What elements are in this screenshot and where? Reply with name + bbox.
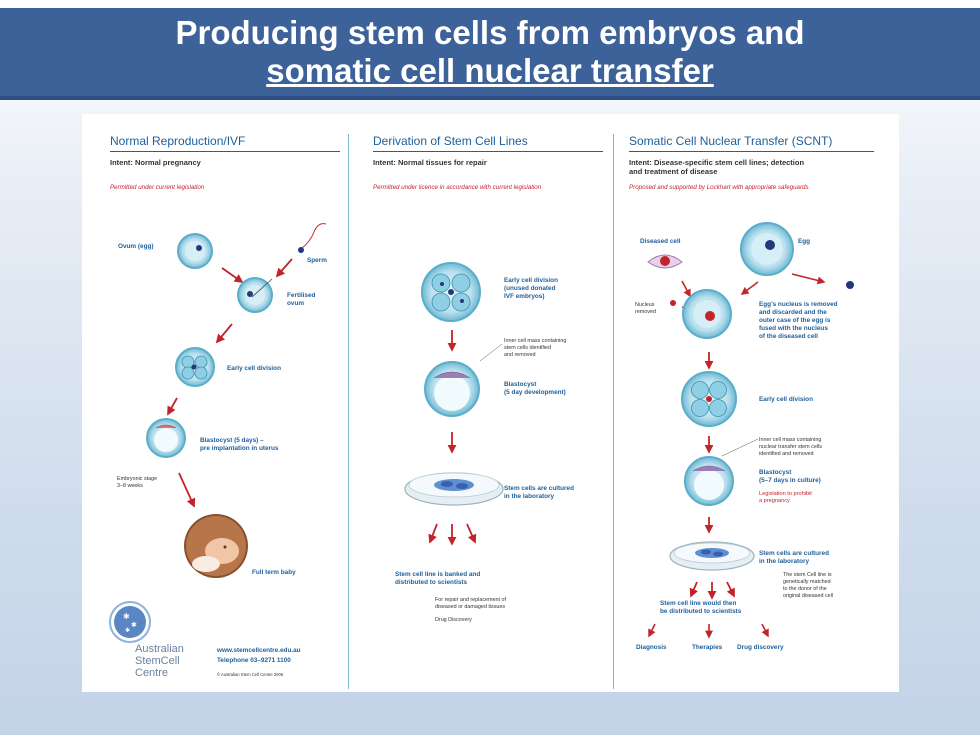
logo-text-line1: Australian (135, 643, 184, 655)
label-derivation-inner-cell-mass: Inner cell mass containing stem cells id… (504, 338, 567, 358)
label-derivation-repair: For repair and replacement of diseased o… (435, 597, 507, 610)
label-derivation-early-division: Early cell division (unused donated IVF … (504, 277, 558, 300)
ivf-ovum-cell (177, 233, 213, 269)
logo-text-line2: StemCell (135, 655, 180, 667)
label-nucleus-removed: Nucleus removed (635, 302, 656, 315)
stem-cell-poster: Normal Reproduction/IVF Derivation of St… (82, 114, 899, 692)
ivf-fertilised-cell (237, 277, 273, 313)
scnt-egg-cell (740, 222, 794, 276)
label-therapies: Therapies (692, 644, 723, 651)
permit-ivf: Permitted under current legislation (110, 184, 205, 191)
permit-scnt: Proposed and supported by Lockhart with … (629, 184, 809, 191)
slide-title-bar: Producing stem cells from embryos and so… (0, 8, 980, 100)
column-divider-2 (613, 134, 614, 689)
svg-text:✱: ✱ (123, 612, 130, 621)
column-heading-derivation: Derivation of Stem Cell Lines (373, 134, 603, 152)
derivation-petri-dish (404, 472, 504, 506)
ivf-early-division-cell (175, 347, 215, 387)
label-diseased-cell: Diseased cell (640, 238, 681, 245)
label-ivf-early-division: Early cell division (227, 365, 281, 372)
column-heading-ivf: Normal Reproduction/IVF (110, 134, 340, 152)
label-embryonic-stage: Embryonic stage 3–8 weeks (117, 476, 158, 489)
derivation-blastocyst-cell (424, 361, 480, 417)
svg-text:✱: ✱ (131, 621, 137, 629)
column-heading-scnt: Somatic Cell Nuclear Transfer (SCNT) (629, 134, 874, 152)
ivf-blastocyst-cell (146, 418, 186, 458)
label-derivation-cultured: Stem cells are cultured in the laborator… (504, 485, 574, 500)
footer-website-link[interactable]: www.stemcellcentre.edu.au (217, 647, 301, 654)
label-derivation-banked: Stem cell line is banked and distributed… (395, 571, 481, 586)
intent-derivation: Intent: Normal tissues for repair (373, 158, 487, 167)
scnt-fused-cell (682, 289, 732, 339)
label-sperm: Sperm (307, 257, 327, 264)
ivf-sperm (298, 223, 327, 253)
logo-text-line3: Centre (135, 667, 169, 679)
label-scnt-inner-cell-mass: Inner cell mass containing nuclear trans… (759, 437, 822, 457)
label-egg: Egg (798, 238, 811, 245)
label-derivation-drug-discovery: Drug Discovery (435, 617, 472, 623)
label-diagnosis: Diagnosis (636, 644, 667, 651)
label-eggs-nucleus-removed: Egg's nucleus is removed and discarded a… (759, 301, 838, 340)
label-ivf-blastocyst: Blastocyst (5 days) – pre implantation i… (200, 437, 279, 452)
slide-title-line1: Producing stem cells from embryos and (175, 14, 805, 51)
column-divider-1 (348, 134, 349, 689)
label-genetically-matched: The stem Cell line is genetically matche… (783, 572, 834, 599)
intent-ivf: Intent: Normal pregnancy (110, 158, 201, 167)
scnt-blastocyst-cell (684, 456, 734, 506)
label-scnt-early-division: Early cell division (759, 396, 813, 403)
footer-copyright: © Australian Stem Cell Centre 2006 (217, 672, 284, 677)
scnt-discarded-nucleus (846, 281, 854, 289)
svg-text:✱: ✱ (125, 627, 130, 634)
intent-scnt: Intent: Disease-specific stem cell lines… (629, 158, 805, 176)
slide-title-line2: somatic cell nuclear transfer (266, 52, 714, 89)
scnt-diseased-nucleus (670, 300, 676, 306)
label-ovum: Ovum (egg) (118, 243, 154, 250)
label-scnt-cultured: Stem cells are cultured in the laborator… (759, 550, 829, 565)
label-drug-discovery: Drug discovery (737, 644, 784, 651)
diagram-illustrations: ✱ ✱ ✱ (109, 222, 854, 643)
derivation-early-division-cell (421, 262, 481, 322)
permit-derivation: Permitted under licence in accordance wi… (373, 184, 542, 191)
ivf-baby-photo (184, 514, 248, 578)
label-derivation-blastocyst: Blastocyst (5 day development) (504, 381, 566, 396)
label-full-term-baby: Full term baby (252, 569, 296, 576)
scnt-diseased-cell-eye (647, 254, 683, 269)
label-scnt-blastocyst: Blastocyst (5–7 days in culture) (759, 469, 821, 484)
label-fertilised-ovum: Fertilised ovum (287, 292, 316, 307)
label-scnt-distributed: Stem cell line would then be distributed… (660, 600, 742, 615)
australian-stem-cell-centre-logo: ✱ ✱ ✱ (109, 601, 151, 643)
label-legislation-prohibit: Legislation to prohibit a pregnancy (759, 491, 812, 504)
scnt-petri-dish (669, 541, 755, 571)
scnt-early-division-cell (681, 371, 737, 427)
footer-telephone: Telephone 03–9271 1100 (217, 657, 291, 664)
